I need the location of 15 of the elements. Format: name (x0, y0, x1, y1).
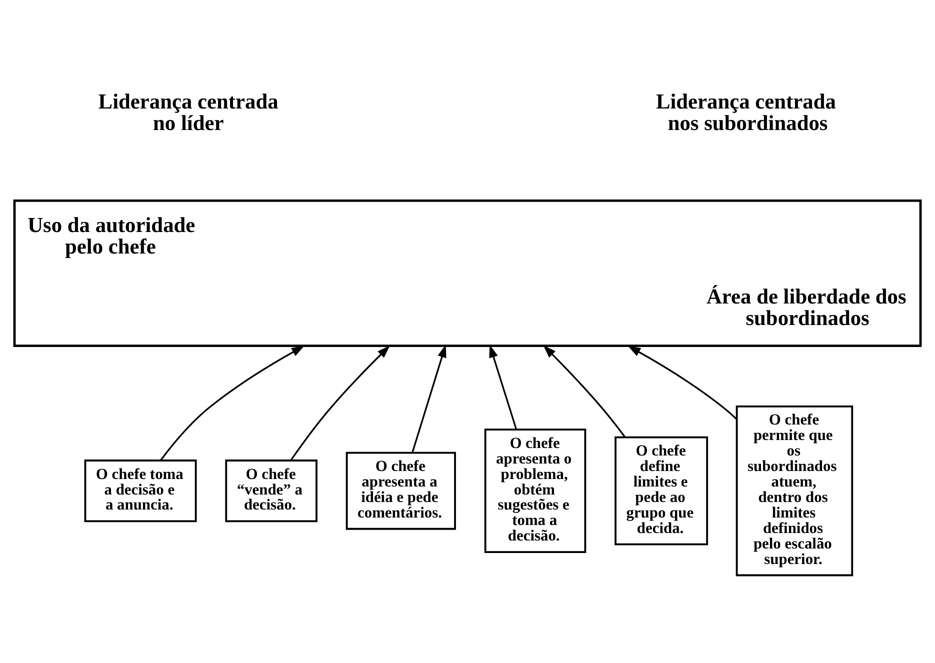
arrow (489, 344, 517, 430)
label: Liderança centrada nos subordinados (656, 89, 836, 135)
node-box: O chefe permite que os subordinados atuem, dentro dos limites definidos pelo escalão superior. (736, 405, 854, 576)
arrow (543, 345, 626, 438)
arrow (160, 346, 304, 461)
label: Liderança centrada no líder (98, 89, 278, 135)
node-box: O chefe define limites e pede ao grupo que decida. (614, 436, 708, 546)
arrow (290, 346, 390, 461)
node-box: Uso da autoridade pelo chefe Área de liberdade dos subordinados (13, 200, 922, 347)
node-box: O chefe toma a decisão e a anuncia. (84, 460, 197, 522)
arrow (412, 344, 446, 453)
node-box: O chefe apresenta a idéia e pede comentários. (346, 452, 456, 530)
node-box: O chefe “vende” a decisão. (225, 460, 318, 522)
arrow (628, 346, 738, 420)
node-box: O chefe apresenta o problema, obtém sugestões e toma a decisão. (484, 428, 586, 553)
